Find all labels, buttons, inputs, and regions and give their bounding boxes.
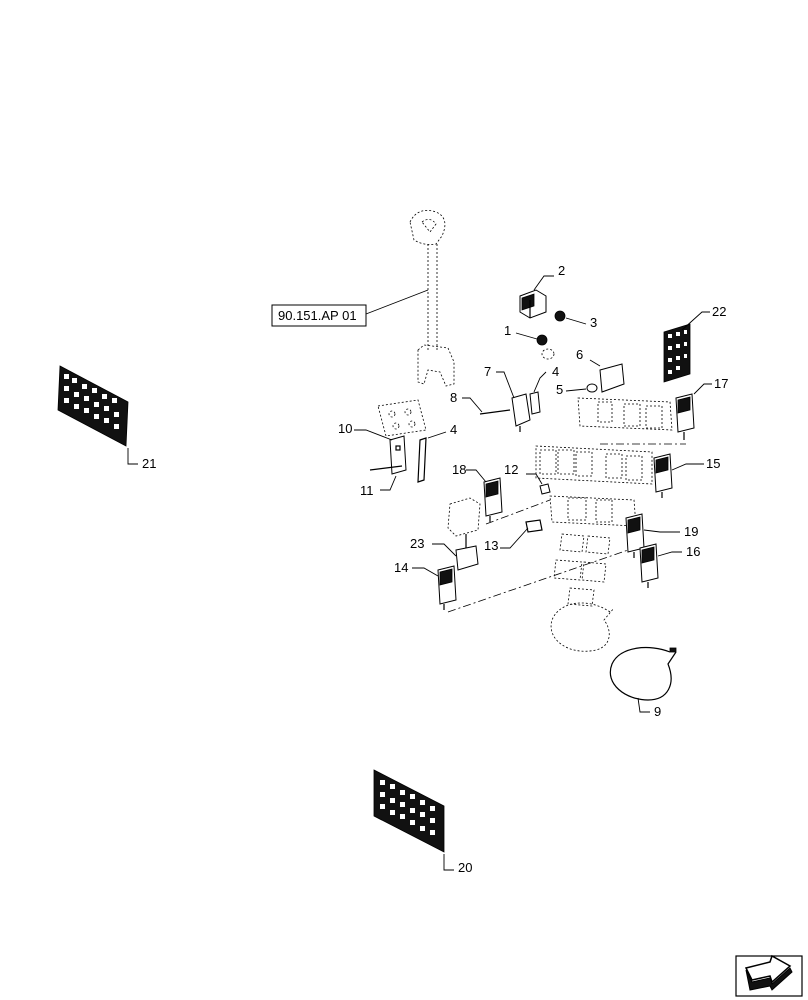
reference-text: 90.151.AP 01 bbox=[278, 308, 357, 323]
decal-22 bbox=[663, 323, 691, 383]
part-10-bracket bbox=[369, 435, 407, 475]
part-18-switch bbox=[483, 477, 503, 522]
callout-20: 20 bbox=[458, 860, 472, 875]
callout-22: 22 bbox=[712, 304, 726, 319]
part-2-switch-block bbox=[519, 289, 547, 319]
switch-panel-upper bbox=[577, 397, 686, 445]
part-16-switch bbox=[639, 543, 659, 588]
part-7-switch bbox=[511, 391, 541, 432]
callout-8: 8 bbox=[450, 390, 457, 405]
next-page-arrow-icon[interactable] bbox=[735, 954, 803, 997]
callout-4-lower: 4 bbox=[450, 422, 457, 437]
part-17-switch bbox=[675, 393, 695, 440]
callout-17: 17 bbox=[714, 376, 728, 391]
switch-panel-lower bbox=[549, 495, 637, 527]
callout-19: 19 bbox=[684, 524, 698, 539]
callout-7: 7 bbox=[484, 364, 491, 379]
callout-21: 21 bbox=[142, 456, 156, 471]
callout-11: 11 bbox=[360, 483, 374, 498]
callout-2: 2 bbox=[558, 263, 565, 278]
callout-23: 23 bbox=[410, 536, 424, 551]
callout-18: 18 bbox=[452, 462, 466, 477]
part-14-switch bbox=[437, 565, 457, 610]
callout-3: 3 bbox=[590, 315, 597, 330]
part-23-connector bbox=[447, 497, 481, 571]
callout-14: 14 bbox=[394, 560, 408, 575]
callout-9: 9 bbox=[654, 704, 661, 719]
callout-6: 6 bbox=[576, 347, 583, 362]
part-9-cable-loop bbox=[609, 646, 677, 701]
callout-13: 13 bbox=[484, 538, 498, 553]
steering-column bbox=[409, 209, 455, 387]
mounting-plate bbox=[377, 399, 427, 437]
callout-16: 16 bbox=[686, 544, 700, 559]
callout-5: 5 bbox=[556, 382, 563, 397]
decal-21 bbox=[57, 365, 129, 447]
part-15-switch bbox=[653, 453, 673, 498]
callout-4-upper: 4 bbox=[552, 364, 559, 379]
callout-15: 15 bbox=[706, 456, 720, 471]
part-19-switch bbox=[625, 513, 645, 558]
lower-frames bbox=[447, 499, 635, 613]
decal-20 bbox=[373, 769, 445, 853]
callout-10: 10 bbox=[338, 421, 352, 436]
callout-1: 1 bbox=[504, 323, 511, 338]
callout-12: 12 bbox=[504, 462, 518, 477]
reference-label[interactable]: 90.151.AP 01 bbox=[271, 304, 367, 327]
switch-panel-main bbox=[535, 445, 653, 485]
